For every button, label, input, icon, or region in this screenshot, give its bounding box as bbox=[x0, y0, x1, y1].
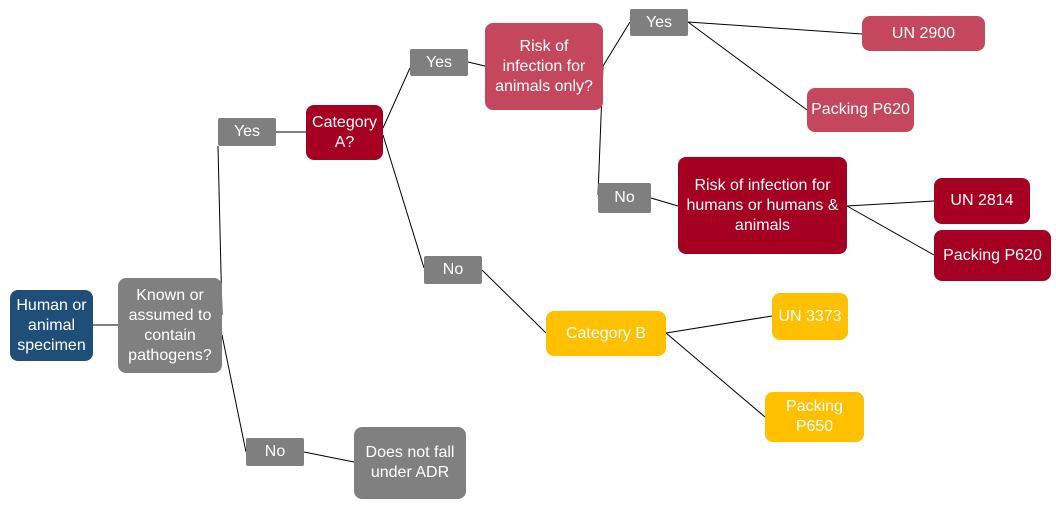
connector-categoryb-un3373 bbox=[665, 315, 773, 334]
category-b-label: Category B bbox=[565, 324, 647, 342]
connector-yes-un2900 bbox=[687, 21, 863, 35]
category-a-label: Category A? bbox=[312, 113, 377, 151]
not-adr-node: Does not fall under ADR bbox=[354, 427, 466, 499]
specimen-node: Human or animal specimen bbox=[10, 290, 93, 361]
un2814-node: UN 2814 bbox=[934, 178, 1030, 224]
un3373-node: UN 3373 bbox=[772, 293, 848, 340]
no-2-text: No bbox=[442, 261, 464, 278]
connector-categorya-yes bbox=[382, 67, 411, 129]
connector-pathogens-no bbox=[221, 334, 247, 453]
no-label-box-2: No bbox=[424, 256, 482, 284]
no-label-box-3: No bbox=[598, 183, 651, 213]
yes-label-box-3: Yes bbox=[630, 9, 688, 36]
packing-p620-b-node: Packing P620 bbox=[934, 230, 1051, 281]
humans-animals-question-node: Risk of infection for humans or humans &… bbox=[678, 157, 847, 254]
yes-2-text: Yes bbox=[425, 53, 453, 71]
animals-only-question-node: Risk of infection for animals only? bbox=[485, 23, 603, 110]
specimen-label: Human or animal specimen bbox=[16, 296, 87, 354]
connector-categoryb-p650 bbox=[665, 332, 766, 418]
un3373-label: UN 3373 bbox=[778, 307, 842, 325]
packing-p620-b-label: Packing P620 bbox=[943, 246, 1042, 264]
category-b-node: Category B bbox=[546, 311, 666, 356]
packing-p650-node: Packing P650 bbox=[765, 392, 864, 442]
packing-p620-a-label: Packing P620 bbox=[811, 101, 910, 118]
yes-label-box-1: Yes bbox=[218, 118, 276, 146]
connector-yes-animalsonly bbox=[467, 61, 486, 67]
humans-animals-label: Risk of infection for humans or humans &… bbox=[686, 176, 839, 234]
connector-no-categoryb bbox=[481, 269, 547, 334]
yes-3-text: Yes bbox=[645, 13, 673, 31]
category-a-node: Category A? bbox=[306, 105, 383, 160]
yes-1-text: Yes bbox=[233, 123, 261, 140]
connector-categorya-no bbox=[382, 134, 425, 269]
un2900-node: UN 2900 bbox=[862, 16, 985, 51]
connector-humans-p620b bbox=[846, 205, 935, 256]
connector-humans-un2814 bbox=[846, 200, 935, 207]
no-label-box-1: No bbox=[246, 438, 304, 466]
packing-p650-label: Packing P650 bbox=[786, 398, 843, 435]
connector-no-humansanimals bbox=[650, 197, 679, 207]
connector-no-notadr bbox=[303, 451, 355, 463]
un2900-label: UN 2900 bbox=[891, 24, 956, 42]
packing-p620-a-node: Packing P620 bbox=[807, 88, 914, 132]
pathogens-question-node: Known or assumed to contain pathogens? bbox=[118, 278, 222, 373]
animals-only-label: Risk of infection for animals only? bbox=[495, 37, 593, 95]
un2814-label: UN 2814 bbox=[950, 192, 1014, 209]
no-3-text: No bbox=[614, 189, 635, 206]
connector-yes-p620a bbox=[687, 21, 808, 111]
no-1-text: No bbox=[264, 443, 286, 460]
yes-label-box-2: Yes bbox=[410, 49, 468, 76]
not-adr-label: Does not fall under ADR bbox=[365, 444, 455, 481]
pathogens-label: Known or assumed to contain pathogens? bbox=[128, 286, 212, 364]
connector-animalsonly-yes bbox=[602, 21, 631, 67]
